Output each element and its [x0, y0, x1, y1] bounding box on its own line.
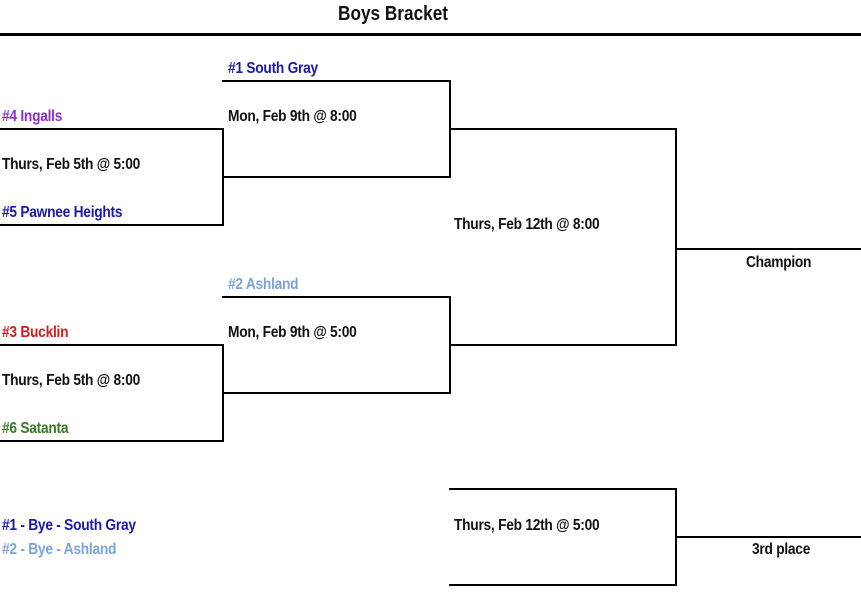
bracket-line	[222, 296, 451, 298]
third-place-game-time: Thurs, Feb 12th @ 5:00	[454, 517, 600, 534]
final-game-time: Thurs, Feb 12th @ 8:00	[454, 216, 600, 233]
bracket-line	[0, 440, 224, 442]
round1-game-b-time: Thurs, Feb 5th @ 8:00	[2, 372, 140, 389]
team-south-gray: #1 South Gray	[228, 60, 318, 77]
team-bucklin: #3 Bucklin	[2, 324, 69, 341]
bracket-line	[0, 344, 224, 346]
bye-south-gray: #1 - Bye - South Gray	[2, 517, 136, 534]
bracket-line	[449, 488, 677, 490]
team-ingalls: #4 Ingalls	[2, 108, 63, 125]
bracket-line	[222, 176, 451, 178]
bracket-line	[222, 392, 451, 394]
bracket-title: Boys Bracket	[338, 3, 448, 25]
bracket-line	[222, 80, 451, 82]
round2-game-a-time: Mon, Feb 9th @ 8:00	[228, 108, 357, 125]
third-place-label: 3rd place	[752, 541, 811, 558]
champion-line	[675, 248, 861, 250]
round2-game-b-time: Mon, Feb 9th @ 5:00	[228, 324, 357, 341]
team-ashland: #2 Ashland	[228, 276, 299, 293]
bracket-line	[0, 224, 224, 226]
bracket-line	[449, 584, 677, 586]
third-place-line	[675, 536, 861, 538]
bye-ashland: #2 - Bye - Ashland	[2, 541, 117, 558]
bracket-line	[0, 128, 224, 130]
champion-label: Champion	[746, 254, 812, 271]
bracket-line	[449, 128, 677, 130]
bracket-line	[449, 344, 677, 346]
team-pawnee-heights: #5 Pawnee Heights	[2, 204, 123, 221]
round1-game-a-time: Thurs, Feb 5th @ 5:00	[2, 156, 140, 173]
title-rule	[0, 33, 861, 36]
bracket-line	[675, 128, 677, 346]
team-satanta: #6 Satanta	[2, 420, 69, 437]
